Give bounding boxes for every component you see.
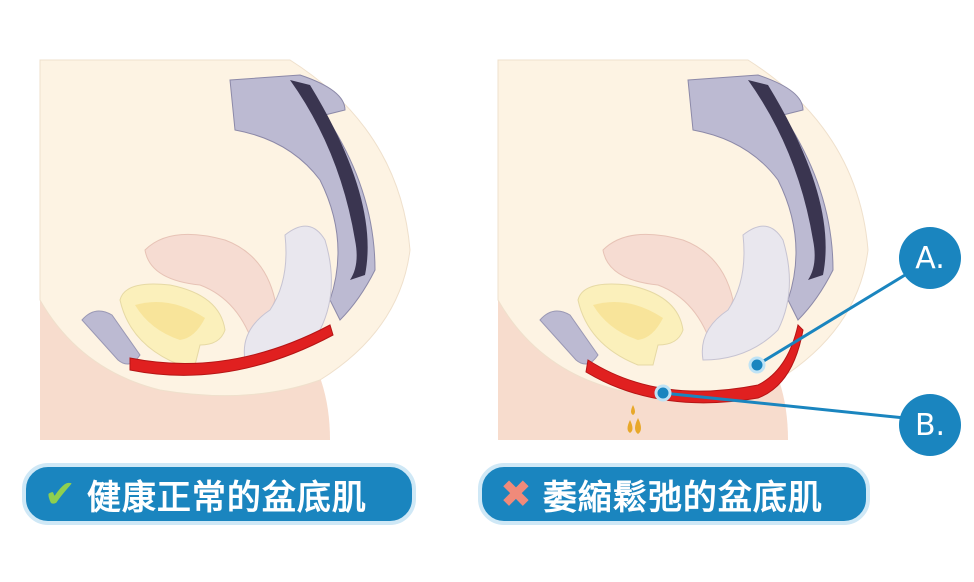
point-a-marker bbox=[748, 356, 766, 374]
weak-label-text: 萎縮鬆弛的盆底肌 bbox=[542, 477, 823, 518]
callout-a-label: A. bbox=[915, 240, 945, 276]
callout-a: A. bbox=[899, 227, 961, 289]
healthy-label-text: 健康正常的盆底肌 bbox=[86, 477, 367, 518]
healthy-muscle bbox=[129, 324, 334, 376]
callout-b: B. bbox=[899, 394, 961, 456]
weak-pelvis-illustration bbox=[497, 59, 869, 441]
check-icon: ✔ bbox=[44, 472, 77, 516]
healthy-label: ✔ 健康正常的盆底肌 bbox=[22, 463, 416, 525]
point-b-marker bbox=[654, 384, 672, 402]
weak-muscle bbox=[585, 324, 804, 404]
weak-label: ✖ 萎縮鬆弛的盆底肌 bbox=[478, 463, 870, 525]
callout-b-label: B. bbox=[914, 407, 946, 443]
leak-drops bbox=[627, 405, 641, 434]
cross-icon: ✖ bbox=[500, 472, 533, 516]
healthy-pelvis-illustration bbox=[39, 59, 411, 441]
